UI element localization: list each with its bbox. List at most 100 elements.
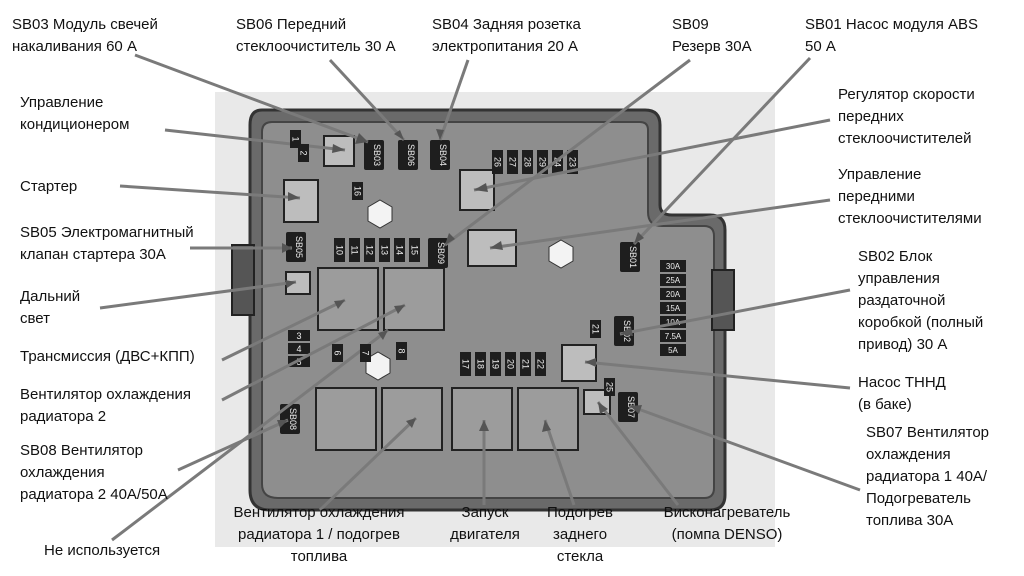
- mini-fuse-number: 28: [523, 157, 533, 167]
- leader-sb04: [438, 59, 470, 141]
- mini-fuse: [475, 352, 486, 376]
- label-sb09: SB09 Резерв 30А: [672, 16, 752, 55]
- mini-fuse: [288, 330, 310, 341]
- amp-rating-slot: [660, 288, 686, 300]
- relay-fan2: [383, 267, 445, 331]
- mini-fuse: [535, 352, 546, 376]
- mini-fuse-number: 7: [361, 350, 371, 355]
- label-rear-defrost: Подогрев заднего стекла: [546, 504, 613, 565]
- amp-rating-label: 25A: [666, 276, 681, 285]
- amp-rating-slot: [660, 302, 686, 314]
- mini-fuse-number: 14: [395, 245, 405, 255]
- label-sb06: SB06 Передний стеклоочиститель 30 А: [236, 16, 396, 55]
- mini-fuse-number: 23: [568, 157, 578, 167]
- arrow-starter: [288, 192, 300, 201]
- arrow-unused: [378, 330, 388, 340]
- leader-ac: [164, 128, 346, 152]
- leader-sb03: [134, 53, 369, 144]
- bolt-icon: [548, 239, 574, 269]
- svg-text:SB03: SB03: [372, 144, 382, 166]
- mini-fuse-number: 12: [365, 245, 375, 255]
- mini-fuse-number: 27: [508, 157, 518, 167]
- amp-rating-label: 30A: [666, 262, 681, 271]
- amp-rating-slot: [660, 344, 686, 356]
- amp-rating-label: 5A: [668, 346, 678, 355]
- leader-wiper-speed: [473, 118, 831, 192]
- fuse-sb06: SB06: [398, 140, 418, 170]
- mini-fuse: [490, 352, 501, 376]
- label-unused: Не используется: [44, 542, 161, 559]
- leader-visco: [596, 401, 680, 506]
- mini-fuse-number: 10: [335, 245, 345, 255]
- mini-fuse: [552, 150, 563, 174]
- amp-rating-slot: [660, 260, 686, 272]
- amp-rating-label: 7.5A: [665, 332, 682, 341]
- label-wiper-speed: Регулятор скорости передних стеклоочисти…: [838, 86, 975, 147]
- label-high-beam: Дальний свет: [20, 288, 81, 327]
- arrow-sb07: [630, 405, 642, 414]
- mini-fuse: [396, 342, 407, 360]
- mini-fuse-number: 13: [380, 245, 390, 255]
- mini-fuse-number: 22: [536, 359, 546, 369]
- mini-fuse: [590, 320, 601, 338]
- label-engine-start: Запуск двигателя: [450, 504, 520, 543]
- leader-fan1: [318, 416, 418, 512]
- mini-fuse: [460, 352, 471, 376]
- mini-fuse-number: 20: [506, 359, 516, 369]
- mini-fuse: [537, 150, 548, 174]
- arrow-sb01: [634, 232, 644, 244]
- label-visco: Висконагреватель (помпа DENSO): [663, 504, 791, 543]
- mini-fuse: [288, 343, 310, 354]
- relay-fan1: [315, 387, 377, 451]
- mini-fuse-number: 8: [397, 348, 407, 353]
- arrow-transmission: [334, 300, 345, 309]
- mini-fuse: [409, 238, 420, 262]
- label-sb05: SB05 Электромагнитный клапан стартера 30…: [20, 224, 194, 263]
- arrow-visco: [598, 402, 608, 414]
- arrow-sb06: [394, 130, 404, 140]
- mini-fuse-number: 16: [353, 186, 363, 196]
- label-wiper-ctrl: Управление передними стеклоочистителями: [838, 166, 982, 227]
- mini-fuse-number: 25: [605, 382, 615, 392]
- relay-transmission: [317, 267, 379, 331]
- arrow-high-beam: [285, 280, 296, 288]
- mini-fuse-number: 18: [476, 359, 486, 369]
- fuse-sb08: SB08: [280, 404, 300, 434]
- arrow-tnnd: [585, 358, 596, 367]
- leader-rear-defrost: [543, 419, 576, 506]
- arrow-sb09: [445, 233, 455, 245]
- leader-lines: [99, 53, 861, 542]
- arrow-ac: [332, 144, 345, 153]
- mini-fuse-number: 17: [461, 359, 471, 369]
- housing-latch-right: [711, 269, 735, 331]
- svg-text:SB04: SB04: [438, 144, 448, 166]
- relay-starter: [283, 179, 319, 223]
- mini-fuse-number: 29: [538, 157, 548, 167]
- arrow-wiper-speed: [474, 183, 488, 192]
- arrow-sb08: [277, 420, 288, 428]
- mini-fuse: [522, 150, 533, 174]
- mini-fuse: [349, 238, 360, 262]
- mini-fuse: [567, 150, 578, 174]
- svg-text:SB05: SB05: [294, 236, 304, 258]
- label-starter: Стартер: [20, 178, 78, 195]
- leader-sb02: [619, 288, 851, 336]
- leader-wiper-ctrl: [489, 198, 831, 250]
- arrow-heads: [277, 129, 644, 432]
- relay-engine-start: [451, 387, 513, 451]
- fuse-sb04: SB04: [430, 140, 450, 170]
- leader-sb07: [629, 404, 861, 492]
- mini-fuse: [332, 344, 343, 362]
- label-tnnd: Насос ТННД (в баке): [858, 374, 946, 413]
- arrow-engine-start: [479, 420, 489, 431]
- mini-fuse: [360, 344, 371, 362]
- mini-fuse-number: 21: [591, 324, 601, 334]
- mini-fuse: [298, 144, 309, 162]
- mini-fuse: [505, 352, 516, 376]
- arrow-sb02: [620, 327, 633, 336]
- fuse-sb05: SB05: [286, 232, 306, 262]
- relay-rear-defrost: [517, 387, 579, 451]
